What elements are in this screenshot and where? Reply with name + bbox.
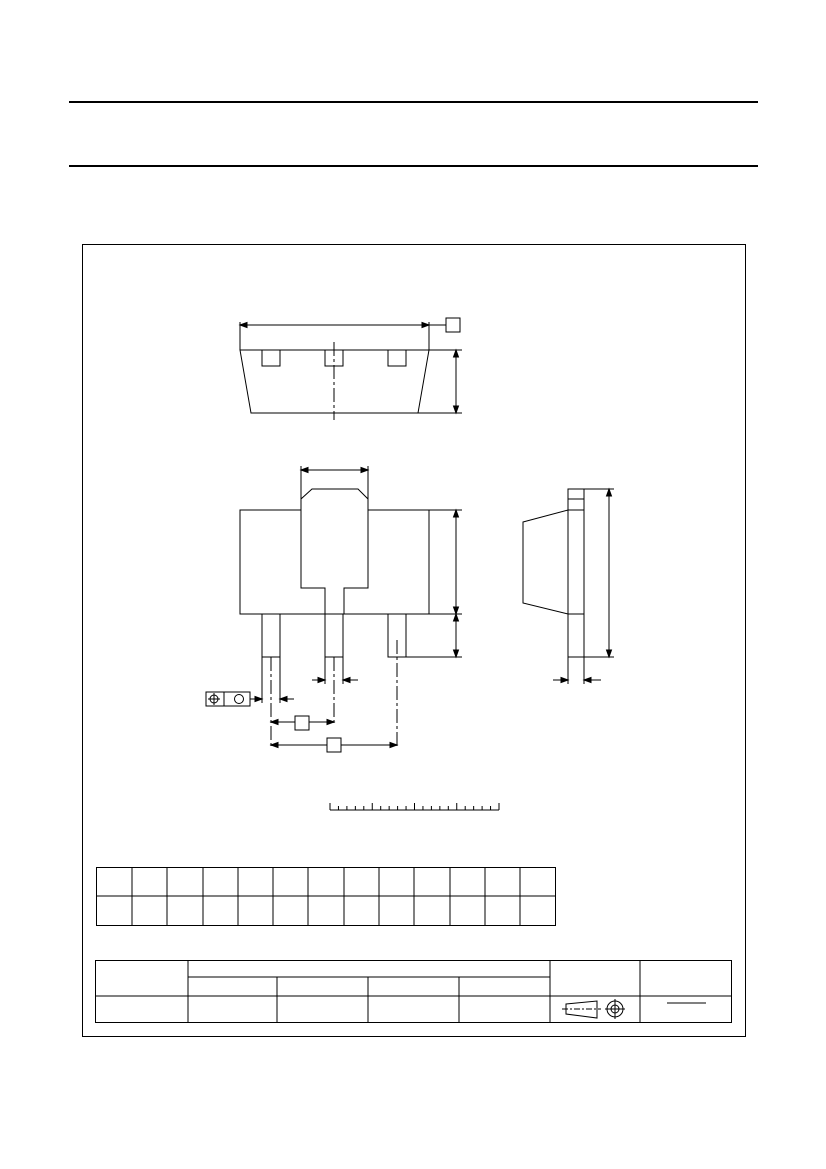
pitch-e1-arrow-left — [269, 718, 279, 726]
pitch-e-arrow-right — [389, 741, 399, 749]
top-view-arrow-up — [452, 348, 460, 358]
front-view-tab — [300, 488, 369, 615]
datum-box — [445, 317, 461, 333]
scale-bar — [329, 803, 500, 811]
top-view — [238, 317, 462, 420]
side-view — [522, 487, 614, 684]
lead-arrow-up — [452, 612, 460, 622]
pitch-e1-arrow-right — [326, 718, 336, 726]
tab-arrow-right — [360, 466, 370, 474]
lead2-arrow-left — [317, 676, 327, 684]
top-view-arrow-down — [452, 405, 460, 415]
header-top-rule — [69, 101, 758, 103]
top-view-lead-3 — [387, 349, 407, 367]
top-view-lead-1 — [261, 349, 281, 367]
top-view-arrow-right — [421, 321, 431, 329]
front-view-lead-2 — [324, 613, 344, 658]
pitch-e-box — [326, 737, 342, 753]
top-view-arrow-left — [238, 321, 248, 329]
pitch-e1-box — [294, 715, 310, 731]
lead-arrow-down — [452, 649, 460, 659]
body-arrow-down — [452, 606, 460, 616]
body-arrow-up — [452, 508, 460, 518]
tab-arrow-left — [299, 466, 309, 474]
side-view-lead — [567, 613, 585, 658]
side-arrow-down — [605, 649, 613, 659]
pitch-e-arrow-left — [269, 741, 279, 749]
outline-table-frame — [95, 960, 732, 1023]
front-view-lead-1 — [261, 613, 281, 658]
side-view-body — [522, 509, 569, 615]
front-view — [205, 466, 462, 753]
drawing-frame — [82, 244, 746, 1037]
header-bottom-rule — [69, 165, 758, 167]
tolerance-circle-icon — [234, 694, 244, 704]
side-arrow-up — [605, 487, 613, 497]
lead2-arrow-right — [341, 676, 351, 684]
side-view-plate — [567, 498, 585, 615]
outline-table — [95, 960, 732, 1023]
lead1-arrow-right — [278, 695, 288, 703]
projection-symbol-icon — [565, 1000, 598, 1019]
dimension-table — [96, 867, 556, 926]
